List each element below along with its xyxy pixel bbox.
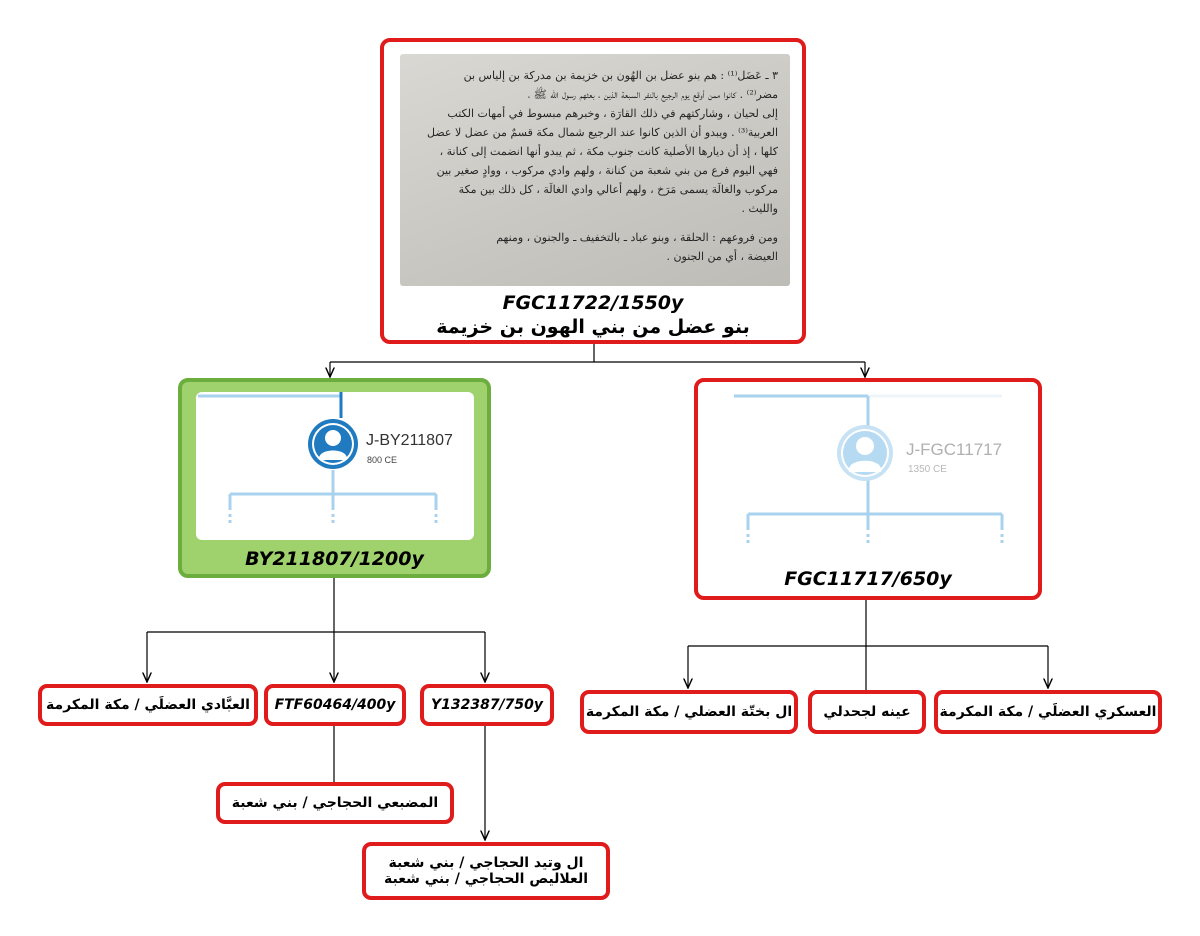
book-line: فهي اليوم فرع من بني شعبة من كنانة ، وله… xyxy=(436,164,778,177)
book-line: العيضة ، أي من الجنون . xyxy=(666,250,778,263)
haplogroup-card: J-FGC11717 1350 CE xyxy=(712,390,1030,550)
book-page-image: ٣ ـ عَضَل⁽¹⁾ : هم بنو عضل بن الهُون بن خ… xyxy=(400,54,790,286)
book-line: ٣ ـ عَضَل⁽¹⁾ : هم بنو عضل بن الهُون بن خ… xyxy=(463,69,778,82)
root-connector xyxy=(330,344,865,363)
leaf-label: ال بختّة العضلي / مكة المكرمة xyxy=(585,704,793,720)
book-line: مركوب والغالَة يسمى مَرَخ ، ولهم أعالي و… xyxy=(458,183,778,196)
haplogroup-card: J-BY211807 800 CE xyxy=(196,392,474,540)
leaf-ibadi: العبَّادي العضلَي / مكة المكرمة xyxy=(38,684,258,726)
person-avatar-icon xyxy=(837,425,893,481)
root-node: ٣ ـ عَضَل⁽¹⁾ : هم بنو عضل بن الهُون بن خ… xyxy=(380,38,806,344)
tree-graphic xyxy=(734,394,1004,546)
leaf-label: Y132387/750y xyxy=(430,697,544,713)
leaf-askari: العسكري العضلَي / مكة المكرمة xyxy=(934,690,1162,734)
book-line: ومن فروعهم : الحلقة ، وبنو عباد ـ بالتخف… xyxy=(496,231,778,244)
book-line: العربية⁽³⁾ . ويبدو أن الذين كانوا عند ال… xyxy=(427,126,778,139)
root-code: FGC11722/1550y xyxy=(502,292,684,314)
book-line: إلى لحيان ، وشاركتهم في ذلك القارَة ، وخ… xyxy=(447,107,778,120)
leaf-label: العبَّادي العضلَي / مكة المكرمة xyxy=(46,697,250,713)
person-avatar-icon xyxy=(308,419,358,469)
book-line: مضر⁽²⁾ . كانوا ممن أوقع يوم الرجيع بالنف… xyxy=(527,88,778,101)
right-branch-node: J-FGC11717 1350 CE FGC11717/650y xyxy=(694,378,1042,600)
card-year: 1350 CE xyxy=(908,464,947,475)
right-branch-code: FGC11717/650y xyxy=(784,568,952,590)
leaf-label: عينه لجحدلي xyxy=(823,704,911,720)
leaf-label-line-1: ال وتيد الحجاجي / بني شعبة xyxy=(388,855,584,871)
leaf-watid: ال وتيد الحجاجي / بني شعبة العلاليص الحج… xyxy=(362,842,610,900)
leaf-bakhta: ال بختّة العضلي / مكة المكرمة xyxy=(580,690,798,734)
root-title: بنو عضل من بني الهون بن خزيمة xyxy=(436,316,750,338)
left-branch-connector xyxy=(147,578,485,633)
book-line: كلها ، إذ أن ديارها الأصلية كانت جنوب مك… xyxy=(439,145,778,158)
leaf-ftf60464: FTF60464/400y xyxy=(264,684,406,726)
card-year: 800 CE xyxy=(367,455,398,465)
left-branch-code: BY211807/1200y xyxy=(245,548,424,570)
right-branch-connector xyxy=(688,600,1048,647)
left-branch-node: J-BY211807 800 CE BY211807/1200y xyxy=(178,378,491,578)
leaf-label: العسكري العضلَي / مكة المكرمة xyxy=(939,704,1157,720)
leaf-label-line-2: العلاليص الحجاجي / بني شعبة xyxy=(383,871,589,887)
card-haplogroup-id: J-FGC11717 xyxy=(906,440,1003,459)
card-haplogroup-id: J-BY211807 xyxy=(366,432,453,449)
leaf-mudhbi: المضبعي الحجاجي / بني شعبة xyxy=(216,782,454,824)
leaf-ainah: عينه لجحدلي xyxy=(808,690,926,734)
leaf-y132387: Y132387/750y xyxy=(420,684,554,726)
leaf-label: المضبعي الحجاجي / بني شعبة xyxy=(231,795,439,811)
leaf-label: FTF60464/400y xyxy=(274,697,396,713)
tree-graphic xyxy=(198,392,438,524)
book-line: والليث . xyxy=(741,202,778,215)
